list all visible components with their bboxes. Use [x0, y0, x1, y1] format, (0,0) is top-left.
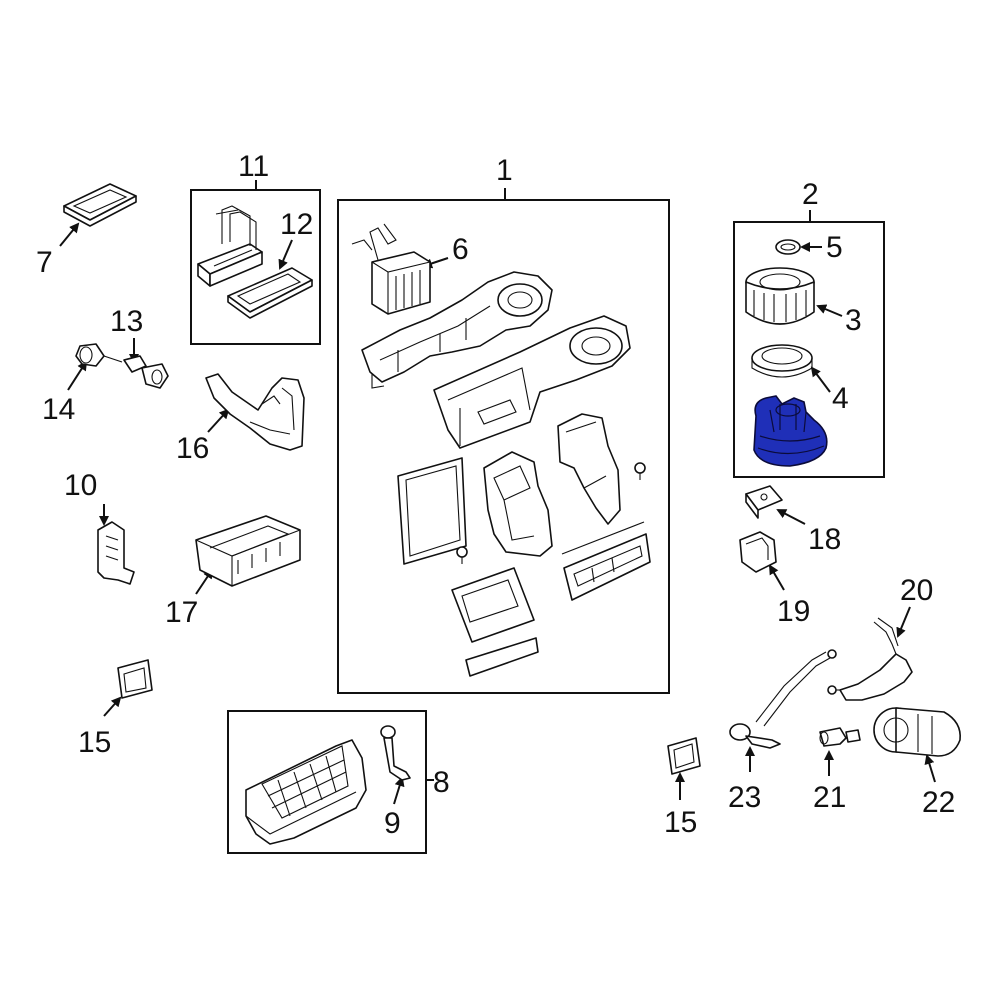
callout-16: 16 [176, 432, 209, 465]
callout-21: 21 [813, 781, 846, 814]
part-6-evaporator [351, 223, 431, 315]
part-15-left-module [117, 659, 153, 699]
callout-14: 14 [42, 393, 75, 426]
part-12-heater-core-seal [227, 267, 313, 319]
callout-19: 19 [777, 595, 810, 628]
part-23-hose [729, 649, 837, 749]
part-1-lower-case [433, 315, 631, 449]
part-17-housing-tray [195, 515, 301, 587]
part-1-upper-case [361, 271, 553, 389]
callout-4: 4 [832, 382, 849, 415]
part-18-resistor [745, 485, 783, 519]
callout-13: 13 [110, 305, 143, 338]
callout-7: 7 [36, 246, 53, 279]
part-4-motor-seal [751, 344, 813, 378]
callout-2: 2 [802, 178, 819, 211]
part-9-sensor [380, 725, 411, 781]
leader-arrows [59, 222, 936, 805]
part-1-screw-b [456, 546, 468, 564]
part-1-blend-door [557, 413, 621, 525]
callout-9: 9 [384, 807, 401, 840]
callout-15-right: 15 [664, 806, 697, 839]
part-1-filter-frame [397, 457, 467, 565]
part-8-housing [245, 739, 367, 845]
part-10-actuator [97, 521, 135, 585]
callout-17: 17 [165, 596, 198, 629]
callout-8: 8 [433, 766, 450, 799]
callout-5: 5 [826, 231, 843, 264]
callout-15-left: 15 [78, 726, 111, 759]
part-1-outlet-duct [561, 521, 651, 601]
part-11-heater-core [197, 205, 263, 287]
callout-12: 12 [280, 208, 313, 241]
callout-3: 3 [845, 304, 862, 337]
part-1-screw-a [634, 462, 646, 480]
part-21-sensor [819, 727, 861, 747]
part-15-right-module [667, 737, 701, 775]
callout-labels: 1 2 3 4 5 6 7 8 9 10 11 12 13 14 15 15 1… [36, 150, 955, 840]
callout-23: 23 [728, 781, 761, 814]
callout-11: 11 [238, 150, 269, 183]
callout-22: 22 [922, 786, 955, 819]
part-22-blower-motor [873, 707, 961, 757]
group-box-8 [227, 710, 427, 854]
part-20-harness [827, 617, 913, 701]
part-1-lower-duct [451, 567, 539, 677]
part-1-mode-door [483, 451, 553, 557]
part-3-blower-wheel [745, 267, 815, 325]
group-box-1 [337, 199, 670, 694]
part-7-filter-cover [63, 183, 137, 227]
callout-10: 10 [64, 469, 97, 502]
part-19-connector [739, 531, 777, 573]
callout-18: 18 [808, 523, 841, 556]
part-5-o-ring [775, 239, 801, 255]
callout-20: 20 [900, 574, 933, 607]
part-16-duct [205, 373, 305, 451]
part-14-sensor [75, 343, 123, 367]
part-4-blower-motor-highlighted [753, 395, 828, 467]
callout-6: 6 [452, 233, 469, 266]
callout-1: 1 [496, 154, 513, 187]
part-13-sensor-clip [123, 355, 169, 389]
